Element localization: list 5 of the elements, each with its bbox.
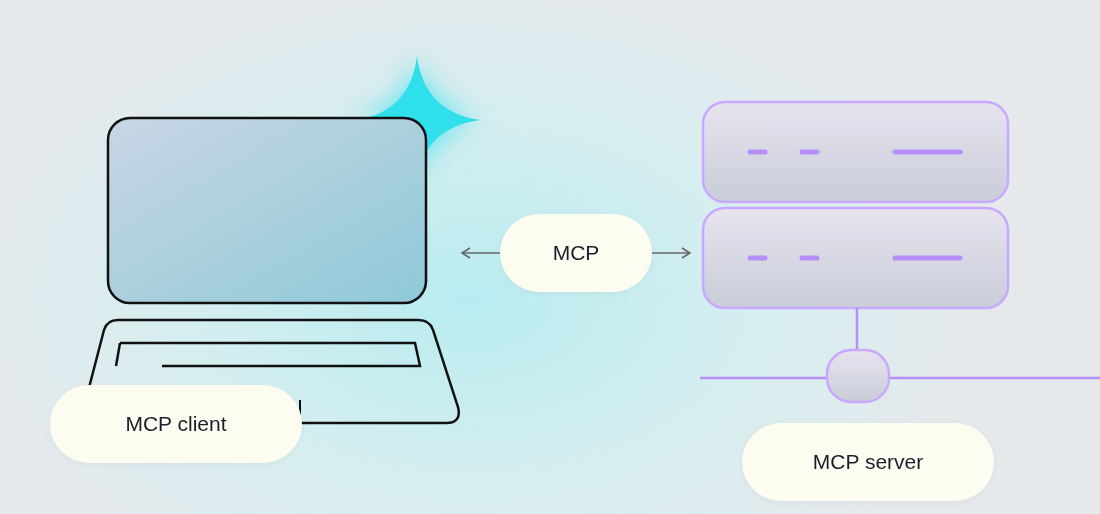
arrow: [651, 247, 691, 259]
label-pill: MCP server: [742, 423, 994, 501]
label-pill: MCP: [500, 214, 652, 292]
label-pill: MCP client: [50, 385, 302, 463]
arrow: [461, 247, 501, 259]
